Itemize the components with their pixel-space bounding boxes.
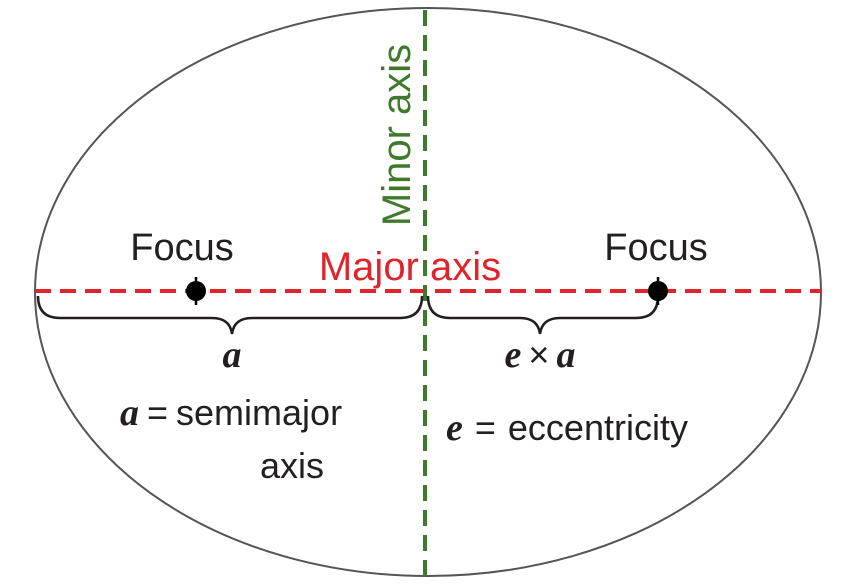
major-axis-label: Major axis [319, 245, 501, 289]
eccentricity-definition: e = eccentricity [446, 407, 688, 449]
focus-label-left: Focus [130, 227, 233, 269]
semimajor-symbol-2: a [556, 334, 575, 376]
semimajor-def-symbol: a [120, 392, 139, 434]
focal-distance-label: e × a [505, 334, 576, 376]
semimajor-definition: a = semimajor [120, 392, 342, 434]
eccentricity-def-symbol: e [446, 407, 463, 449]
semimajor-def-text: semimajor [176, 392, 342, 433]
minor-axis-label: Minor axis [375, 44, 419, 226]
semimajor-symbol: a [223, 334, 242, 376]
focus-point-right [648, 277, 668, 305]
eccentricity-def-text: eccentricity [508, 407, 688, 448]
focal-distance-brace [426, 295, 660, 335]
focus-label-right: Focus [604, 227, 707, 269]
focus-point-left [186, 277, 206, 305]
ellipse-outline [34, 7, 822, 577]
semimajor-brace [36, 295, 424, 335]
times-sign: × [528, 334, 549, 375]
eccentricity-symbol: e [505, 334, 522, 376]
eccentricity-def-equals: = [475, 407, 496, 448]
semimajor-definition-line2: axis [260, 445, 324, 486]
semimajor-def-equals: = [147, 392, 168, 433]
